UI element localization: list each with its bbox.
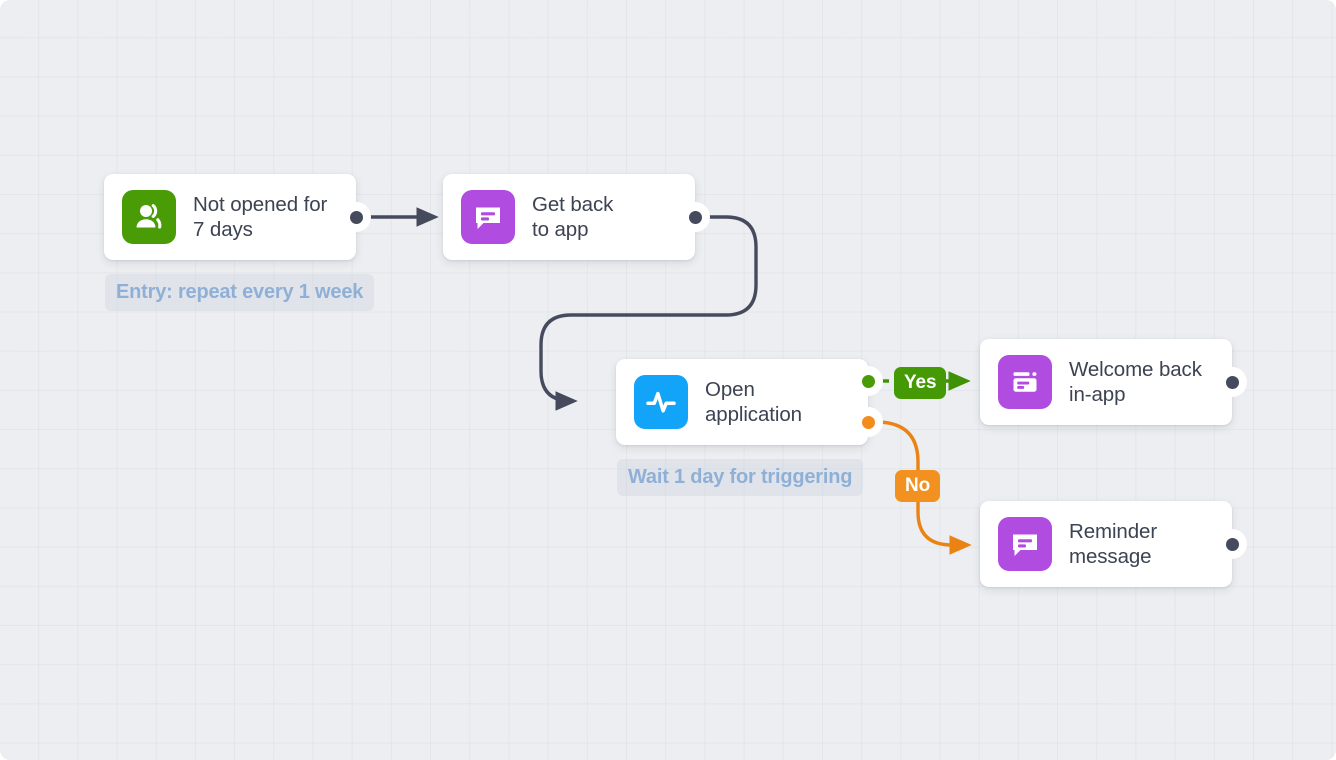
- activity-pulse-icon: [634, 375, 688, 429]
- sublabel-entry-schedule[interactable]: Entry: repeat every 1 week: [105, 274, 375, 311]
- node-open-application[interactable]: Open application: [616, 359, 883, 445]
- badge-no-branch[interactable]: No: [895, 470, 941, 502]
- node-output-port-no[interactable]: [853, 407, 883, 437]
- node-reminder-message[interactable]: Reminder message: [980, 501, 1247, 587]
- chat-message-icon: [461, 190, 515, 244]
- node-label: Open application: [705, 378, 802, 426]
- node-output-port[interactable]: [341, 202, 371, 232]
- node-welcome-back-in-app[interactable]: Welcome back in-app: [980, 339, 1247, 425]
- node-get-back-to-app[interactable]: Get back to app: [443, 174, 710, 260]
- audience-users-icon: [122, 190, 176, 244]
- node-output-port[interactable]: [680, 202, 710, 232]
- edge-no-to-reminder-lower: [916, 496, 972, 555]
- node-not-opened-for-7-days[interactable]: Not opened for 7 days: [104, 174, 371, 260]
- badge-yes-branch[interactable]: Yes: [894, 367, 947, 399]
- node-label: Reminder message: [1069, 520, 1158, 568]
- in-app-message-icon: [998, 355, 1052, 409]
- node-output-port[interactable]: [1217, 529, 1247, 559]
- node-label: Welcome back in-app: [1069, 358, 1202, 406]
- sublabel-wait-trigger[interactable]: Wait 1 day for triggering: [617, 459, 864, 496]
- node-output-port[interactable]: [1217, 367, 1247, 397]
- node-output-port-yes[interactable]: [853, 366, 883, 396]
- edge-no-to-reminder-upper: [878, 420, 920, 472]
- node-label: Not opened for 7 days: [193, 193, 328, 241]
- chat-message-icon: [998, 517, 1052, 571]
- node-label: Get back to app: [532, 193, 614, 241]
